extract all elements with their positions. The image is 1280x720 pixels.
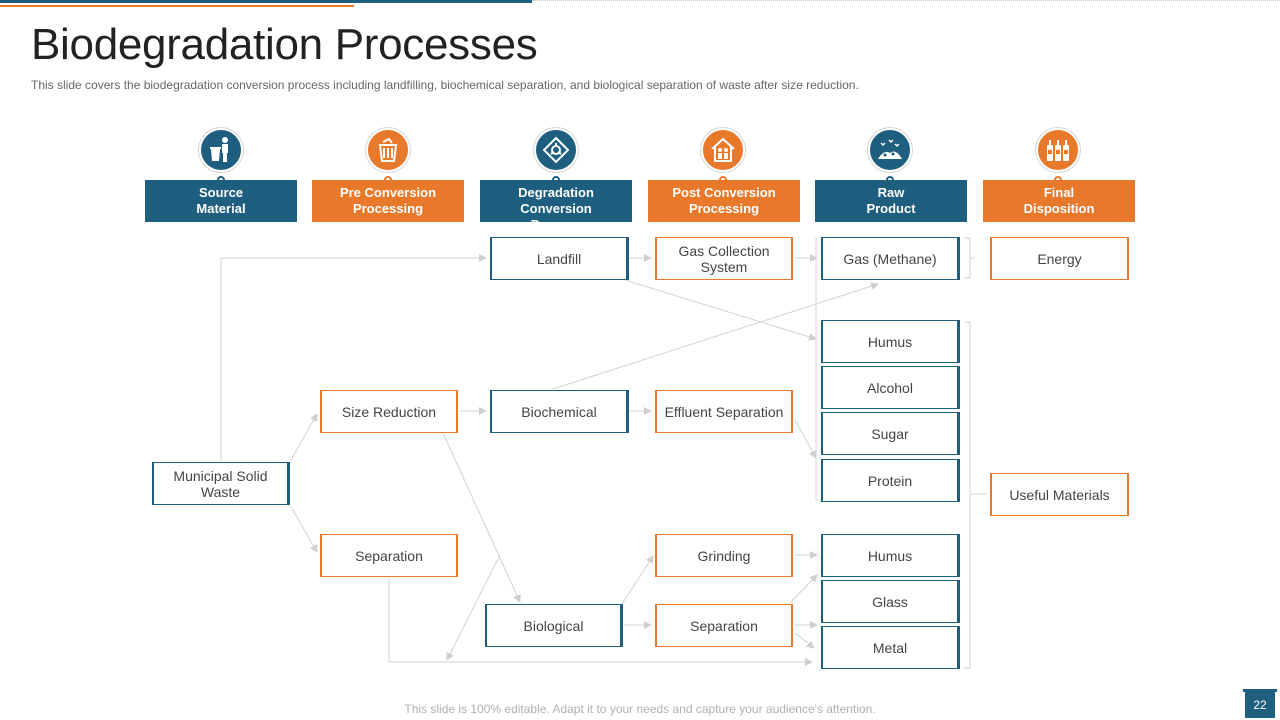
- stage-source-material: Source Material: [145, 180, 297, 222]
- node-metal: Metal: [821, 626, 960, 669]
- node-label: Humus: [867, 333, 913, 350]
- node-effluent-separation: Effluent Separation: [655, 390, 793, 433]
- slide-footer-note: This slide is 100% editable. Adapt it to…: [404, 702, 876, 716]
- node-useful-materials: Useful Materials: [990, 473, 1129, 516]
- node-label: Sugar: [871, 425, 909, 442]
- node-humus-1: Humus: [821, 320, 960, 363]
- connector-separation-glass: [789, 574, 818, 604]
- node-grinding: Grinding: [655, 534, 793, 577]
- node-label: Landfill: [536, 250, 582, 267]
- stage-post-conversion-processing: Post Conversion Processing: [648, 180, 800, 222]
- stage-final-disposition: Final Disposition: [983, 180, 1135, 222]
- node-gas-collection-system: Gas Collection System: [655, 237, 793, 280]
- node-municipal-solid-waste: Municipal Solid Waste: [152, 462, 290, 505]
- node-alcohol: Alcohol: [821, 366, 960, 409]
- stage-label: Source Material: [196, 185, 246, 216]
- connector-effluent-products: [794, 419, 817, 459]
- connector-msw-landfill: [220, 254, 487, 461]
- page-number-badge: 22: [1243, 689, 1277, 718]
- node-label: Gas (Methane): [843, 250, 937, 267]
- stage-label: Raw Product: [866, 185, 916, 216]
- node-label: Metal: [872, 639, 908, 656]
- connector-msw-separation: [290, 506, 318, 553]
- stage-degradation-conversion-process: Degradation Conversion Process: [480, 180, 632, 222]
- node-label: Glass: [872, 593, 908, 610]
- connector-biological-grinding: [621, 555, 654, 605]
- node-gas-methane: Gas (Methane): [821, 237, 960, 280]
- stage-raw-product: Raw Product: [815, 180, 967, 222]
- biohazard-diamond-icon: [534, 128, 578, 172]
- top-accent-bar-blue: [0, 0, 532, 3]
- node-separation-pre: Separation: [320, 534, 458, 577]
- landfill-birds-icon: [868, 128, 912, 172]
- top-dotted-rule: [532, 0, 1280, 1]
- node-label: Energy: [1037, 250, 1082, 267]
- bottles-icon: [1036, 128, 1080, 172]
- bracket-methane-energy: [964, 237, 975, 279]
- node-label: Biological: [523, 617, 584, 634]
- node-humus-2: Humus: [821, 534, 960, 577]
- node-label: Alcohol: [867, 379, 913, 396]
- top-accent-bar-orange: [0, 5, 354, 7]
- node-label: Size Reduction: [341, 403, 437, 420]
- node-landfill: Landfill: [490, 237, 629, 280]
- bracket-left-raw: [815, 238, 821, 501]
- slide-subtitle: This slide covers the biodegradation con…: [31, 78, 859, 92]
- node-label: Separation: [355, 547, 423, 564]
- house-people-icon: [701, 128, 745, 172]
- node-size-reduction: Size Reduction: [320, 390, 458, 433]
- node-biochemical: Biochemical: [490, 390, 629, 433]
- node-label: Grinding: [697, 547, 751, 564]
- node-label: Biochemical: [521, 403, 597, 420]
- connector-separation-biological: [446, 554, 501, 661]
- slide-title: Biodegradation Processes: [31, 20, 538, 69]
- trash-bin-icon: [366, 128, 410, 172]
- node-sugar: Sugar: [821, 412, 960, 455]
- node-label: Humus: [867, 547, 913, 564]
- connector-size-reduction-biological: [442, 432, 521, 603]
- stage-pre-conversion-processing: Pre Conversion Processing: [312, 180, 464, 222]
- connector-separation-metal-3: [794, 632, 815, 649]
- person-recycling-bin-icon: [199, 128, 243, 172]
- node-label: Protein: [867, 472, 913, 489]
- node-label: Useful Materials: [1009, 486, 1110, 503]
- stage-label: Degradation Conversion Process: [518, 185, 594, 222]
- node-label: Gas Collection System: [678, 242, 770, 275]
- connector-msw-size-reduction: [290, 413, 318, 461]
- node-biological: Biological: [485, 604, 623, 647]
- connector-separation-metal: [388, 578, 813, 666]
- stage-label: Post Conversion Processing: [672, 185, 776, 216]
- node-label: Municipal Solid Waste: [173, 467, 268, 500]
- connector-biochemical-methane: [552, 282, 879, 390]
- node-protein: Protein: [821, 459, 960, 502]
- node-label: Separation: [690, 617, 758, 634]
- connector-landfill-humus: [624, 279, 817, 341]
- bracket-products-useful: [964, 321, 986, 669]
- node-label: Effluent Separation: [664, 403, 784, 420]
- stage-label: Pre Conversion Processing: [339, 185, 437, 216]
- node-separation-post: Separation: [655, 604, 793, 647]
- node-glass: Glass: [821, 580, 960, 623]
- node-energy: Energy: [990, 237, 1129, 280]
- stage-label: Final Disposition: [1023, 185, 1095, 216]
